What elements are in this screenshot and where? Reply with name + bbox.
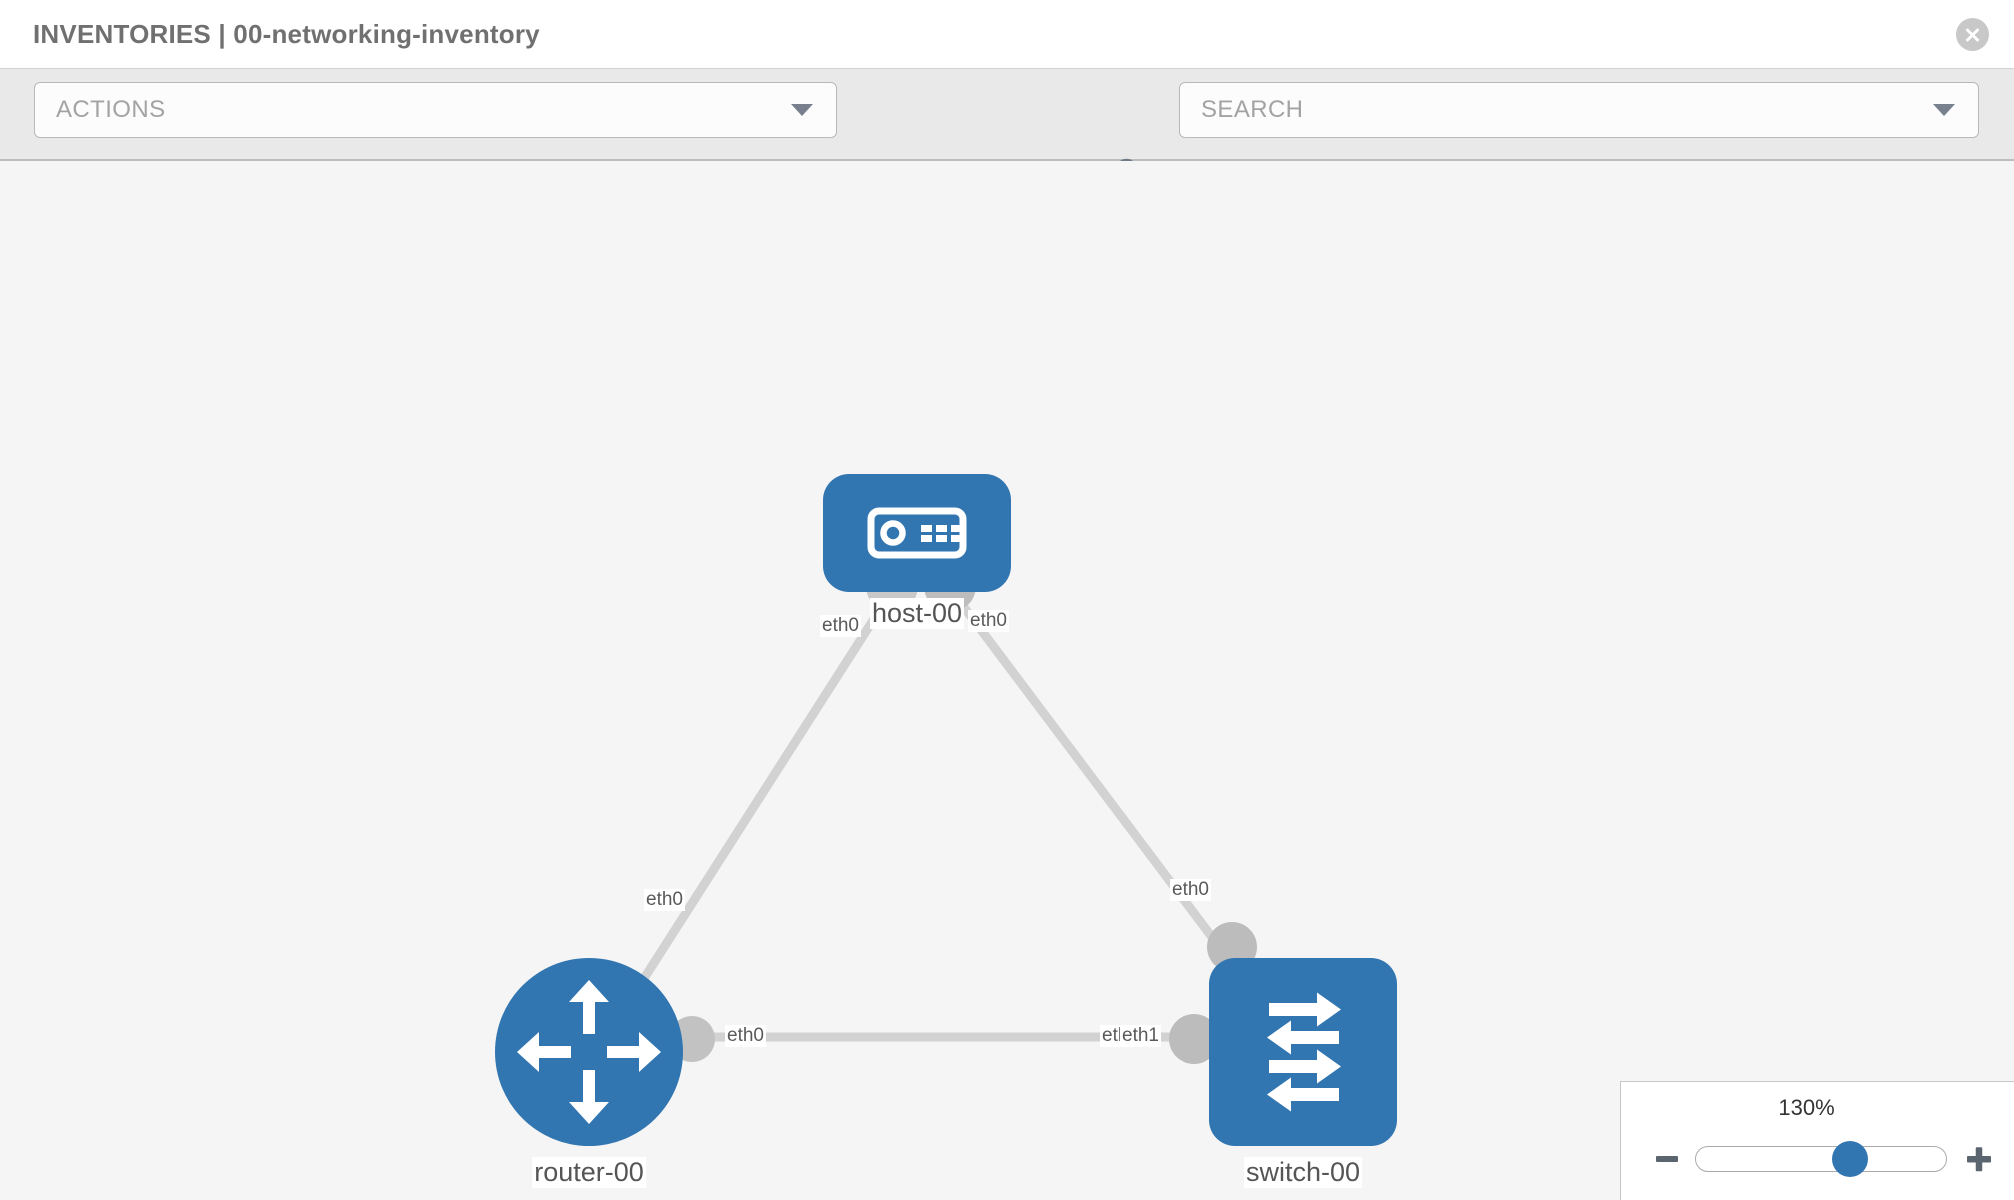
connector-switch-left[interactable] (1169, 1014, 1219, 1064)
search-input[interactable]: SEARCH (1201, 96, 1304, 123)
zoom-slider[interactable] (1695, 1141, 1947, 1177)
node-router-00[interactable] (495, 958, 683, 1146)
edge-label-interface: eth0 (968, 610, 1009, 632)
link-host-router[interactable] (616, 583, 899, 1019)
node-switch-00[interactable] (1209, 958, 1397, 1146)
node-label-router-00: router-00 (532, 1157, 646, 1189)
page-header: INVENTORIES | 00-networking-inventory (0, 0, 2014, 68)
edge-label-interface: eth0 (1170, 879, 1211, 901)
topology-connectors (669, 560, 1257, 1064)
minus-icon[interactable] (1647, 1146, 1687, 1172)
close-icon[interactable] (1956, 18, 1989, 51)
link-host-switch[interactable] (944, 583, 1249, 984)
edge-label-interface: eth0 (644, 889, 685, 911)
page-title: INVENTORIES | 00-networking-inventory (33, 18, 540, 49)
edge-label-interface: eth1 (1120, 1025, 1161, 1047)
edge-label-interface: eth0 (820, 615, 861, 637)
actions-dropdown-label: ACTIONS (56, 96, 166, 123)
node-label-host-00: host-00 (869, 598, 965, 630)
zoom-slider-thumb[interactable] (1831, 1141, 1868, 1177)
chevron-down-icon (791, 104, 813, 116)
topology-canvas[interactable]: host-00 router-00 switch-00 eth0 eth0 et… (0, 161, 2014, 1200)
node-host-00[interactable] (823, 474, 1011, 592)
zoom-control-panel: 130% (1620, 1081, 2014, 1200)
zoom-level-label: 130% (1778, 1095, 1835, 1120)
actions-dropdown[interactable]: ACTIONS (34, 82, 837, 138)
chevron-down-icon (1933, 104, 1955, 116)
edge-label-interface: eth0 (725, 1025, 766, 1047)
search-dropdown[interactable]: SEARCH (1179, 82, 1979, 138)
plus-icon[interactable] (1959, 1145, 1999, 1173)
topology-graph (495, 474, 1397, 1146)
topology-links (616, 583, 1249, 1042)
toolbar: ACTIONS SEARCH (0, 68, 2014, 192)
node-label-switch-00: switch-00 (1243, 1157, 1363, 1189)
